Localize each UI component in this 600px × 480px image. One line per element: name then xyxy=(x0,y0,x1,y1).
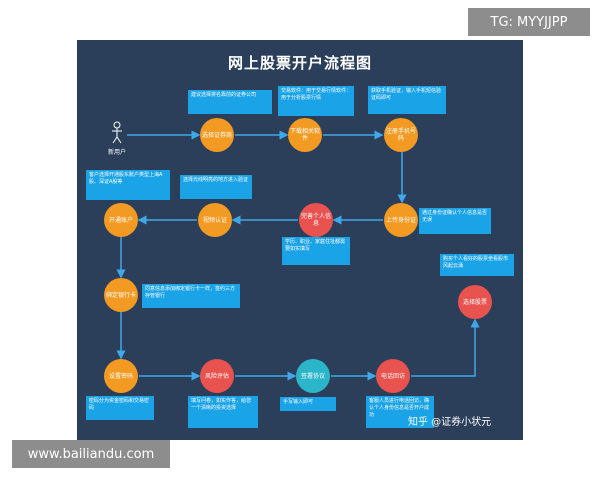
flowchart-panel: 网上股票开户流程图 新 xyxy=(77,40,523,440)
node-sign-agreement: 签署协议 xyxy=(296,359,330,393)
note-broker: 建议选择排名靠前的证券公司 xyxy=(188,90,272,114)
node-video-verify: 视频认证 xyxy=(198,203,232,237)
note-info: 学历、职业、家庭住址都需要如实填写 xyxy=(282,237,350,265)
node-bind-bank: 绑定银行卡 xyxy=(104,278,138,312)
node-open-account: 开通账户 xyxy=(104,203,138,237)
node-choose-broker: 选择证券商 xyxy=(200,118,234,152)
node-phone-visit: 电话回访 xyxy=(376,359,410,393)
node-select-stock: 选择股票 xyxy=(458,285,492,319)
zhihu-watermark: 知乎 @证券小状元 xyxy=(408,417,492,428)
node-download-app: 下载相关软件 xyxy=(288,118,322,152)
note-software: 交易软件：用于交易行情软件：用于分析股票行情 xyxy=(278,86,354,116)
note-agreement: 手写输入即可 xyxy=(280,397,336,411)
node-register-phone: 注册手机号码 xyxy=(384,118,418,152)
node-set-password: 设置密码 xyxy=(104,359,138,393)
note-risk: 填写问卷，如实作答，给您一个清晰的投资选择 xyxy=(188,396,258,428)
node-fill-info: 完善个人信息 xyxy=(299,203,333,237)
flow-arrows xyxy=(112,121,480,381)
note-password: 密码分为资金密码和交易密码 xyxy=(86,396,154,420)
diagram-title: 网上股票开户流程图 xyxy=(227,54,372,72)
note-bank: 同意信息添加绑定银行卡一样，签约三方存管银行 xyxy=(142,284,240,308)
note-account: 客户选择开通股东账户类型上海A股、深证A股等 xyxy=(86,170,170,200)
node-risk-assess: 风险评估 xyxy=(200,359,234,393)
arrow-visit-to-stock xyxy=(411,318,480,377)
note-idcard: 通过身份证确认个人信息是否无误 xyxy=(419,208,491,234)
new-user-label: 新用户 xyxy=(107,149,126,156)
node-upload-id: 上传身份证 xyxy=(384,203,418,237)
website-tag: www.bailiandu.com xyxy=(12,440,170,468)
note-video: 选择光线明亮的地方进入验证 xyxy=(180,175,252,199)
telegram-tag: TG: MYYJJPP xyxy=(468,8,590,36)
note-phone: 获取手机验证，输入手机短信验证码即可 xyxy=(368,86,446,114)
person-icon xyxy=(112,121,122,144)
note-visit: 客服人员进行电话回访，确认个人身份信息是否开户成功 xyxy=(366,396,434,428)
note-buy: 购买个人看好的股票坐看股市风起云涌 xyxy=(440,254,514,276)
